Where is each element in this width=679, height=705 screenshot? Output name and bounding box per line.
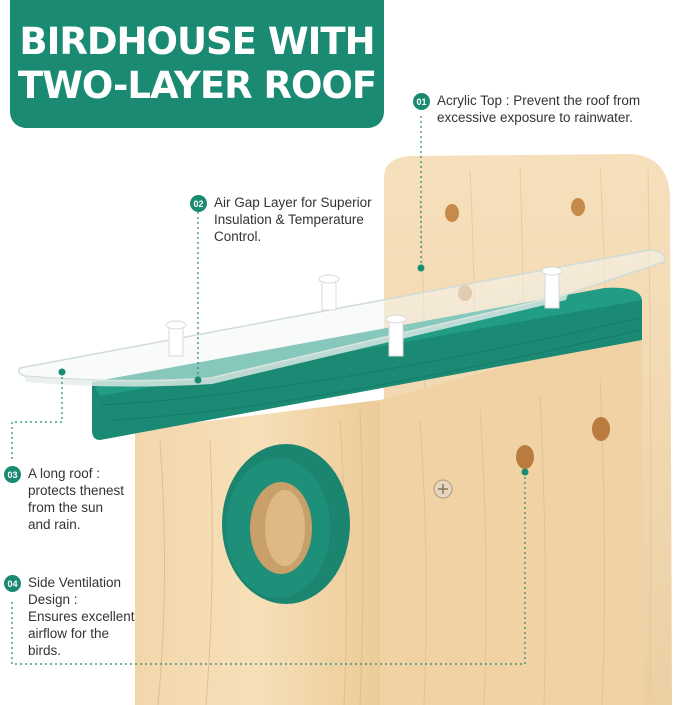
callout-text: Air Gap Layer for Superior Insulation & … <box>214 195 372 244</box>
standoff <box>388 319 404 357</box>
callout-long-roof: 03 A long roof : protects thenest from t… <box>4 465 124 533</box>
callout-3-line <box>11 372 63 460</box>
title-line-2: TWO-LAYER ROOF <box>17 64 377 107</box>
hole <box>445 204 459 222</box>
hole <box>571 198 585 216</box>
callout-number: 02 <box>190 195 207 212</box>
vent-hole <box>516 445 534 469</box>
callout-4-line <box>11 472 526 665</box>
callout-text: Side Ventilation Design : Ensures excell… <box>28 575 135 658</box>
callout-number: 03 <box>4 466 21 483</box>
standoff <box>321 279 337 311</box>
callout-air-gap: 02 Air Gap Layer for Superior Insulation… <box>190 194 372 245</box>
title-line-1: BIRDHOUSE WITH <box>19 20 375 63</box>
callout-text: Acrylic Top : Prevent the roof from exce… <box>437 93 641 125</box>
callout-side-ventilation: 04 Side Ventilation Design : Ensures exc… <box>4 574 135 659</box>
callout-number: 04 <box>4 575 21 592</box>
title-banner: BIRDHOUSE WITH TWO-LAYER ROOF <box>10 0 384 128</box>
callout-number: 01 <box>413 93 430 110</box>
vent-hole <box>592 417 610 441</box>
side-wall <box>380 330 644 705</box>
callout-text: A long roof : protects thenest from the … <box>28 466 125 532</box>
green-roof <box>92 287 642 440</box>
callout-acrylic-top: 01 Acrylic Top : Prevent the roof from e… <box>413 92 640 126</box>
standoff <box>544 271 560 309</box>
standoff <box>168 325 184 357</box>
